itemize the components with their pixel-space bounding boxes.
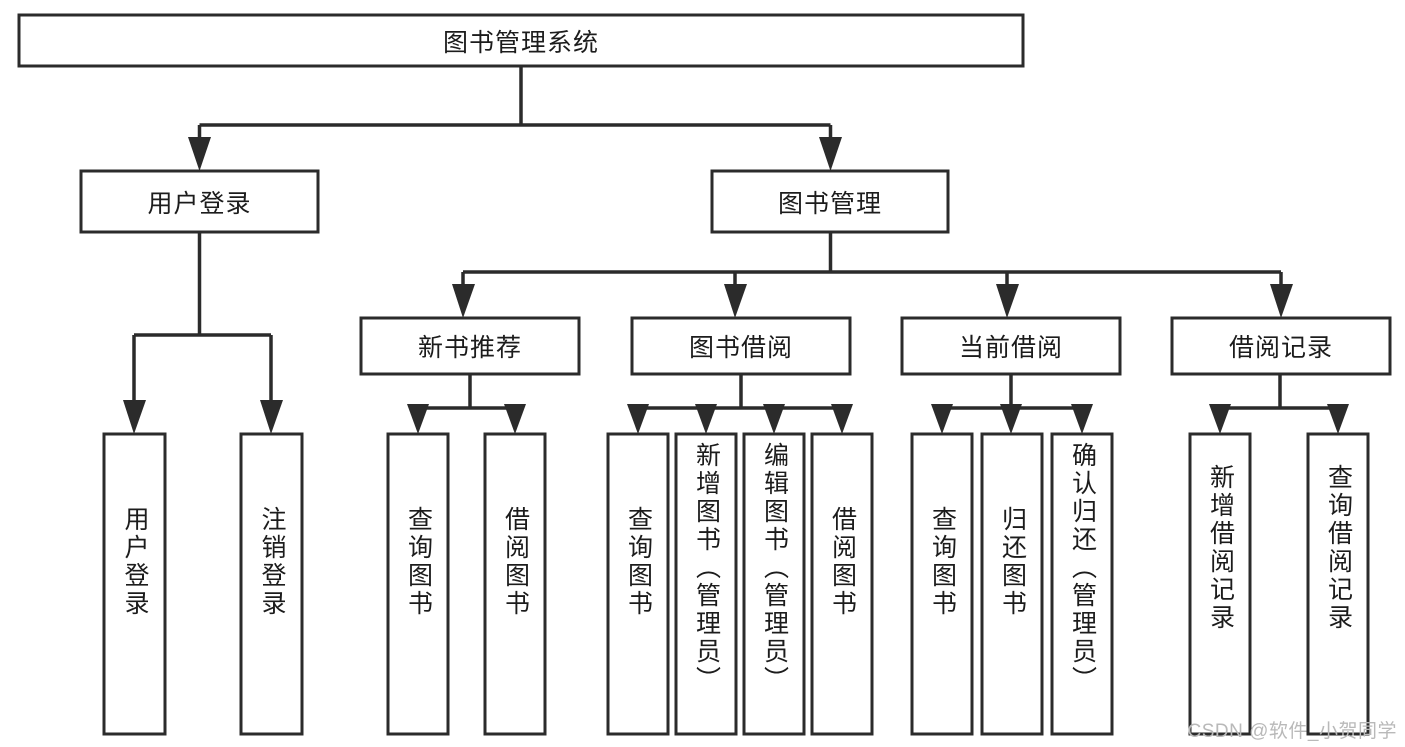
watermark-text: CSDN @软件_小贺同学 bbox=[1187, 721, 1397, 742]
arrowhead-book-borrow bbox=[724, 284, 747, 318]
arrowhead-current-borrow bbox=[996, 284, 1019, 318]
leaf-box-return-book[interactable] bbox=[980, 432, 1044, 736]
arrowhead-leaf-query-record bbox=[1327, 404, 1349, 434]
node-root[interactable] bbox=[17, 13, 1025, 68]
arrowhead-leaf-logout bbox=[260, 400, 283, 434]
arrowhead-leaf-borrow-book-1 bbox=[504, 404, 526, 434]
node-book-management[interactable] bbox=[710, 169, 950, 234]
arrowhead-leaf-borrow-book-2 bbox=[831, 404, 853, 434]
leaf-box-confirm-return[interactable] bbox=[1050, 432, 1114, 736]
arrowhead-user-login bbox=[188, 137, 211, 171]
arrowhead-borrow-record bbox=[1270, 284, 1293, 318]
arrowhead-leaf-query-book-1 bbox=[407, 404, 429, 434]
leaf-box-query-book-2[interactable] bbox=[606, 432, 670, 736]
leaf-box-query-book-3[interactable] bbox=[910, 432, 974, 736]
arrowhead-leaf-add-record bbox=[1209, 404, 1231, 434]
arrowhead-leaf-add-book bbox=[695, 404, 717, 434]
node-user-login[interactable] bbox=[79, 169, 320, 234]
leaf-box-logout[interactable] bbox=[239, 432, 304, 736]
node-current-borrow[interactable] bbox=[900, 316, 1122, 376]
leaf-box-query-record[interactable] bbox=[1306, 432, 1370, 736]
arrowhead-leaf-user-login bbox=[123, 400, 146, 434]
leaf-box-borrow-book-1[interactable] bbox=[483, 432, 547, 736]
leaf-box-add-record[interactable] bbox=[1188, 432, 1252, 736]
leaf-box-add-book[interactable] bbox=[674, 432, 738, 736]
arrowhead-book-management bbox=[819, 137, 842, 171]
leaf-box-query-book-1[interactable] bbox=[386, 432, 450, 736]
arrowhead-leaf-query-book-3 bbox=[931, 404, 953, 434]
leaf-box-edit-book[interactable] bbox=[742, 432, 806, 736]
arrowhead-leaf-edit-book bbox=[763, 404, 785, 434]
node-borrow-record[interactable] bbox=[1170, 316, 1392, 376]
arrowhead-new-book-recommend bbox=[452, 284, 475, 318]
arrowhead-leaf-confirm-return bbox=[1071, 404, 1093, 434]
arrowhead-leaf-return-book bbox=[1000, 404, 1022, 434]
node-book-borrow[interactable] bbox=[630, 316, 852, 376]
leaf-box-borrow-book-2[interactable] bbox=[810, 432, 874, 736]
arrowhead-leaf-query-book-2 bbox=[627, 404, 649, 434]
node-new-book-recommend[interactable] bbox=[359, 316, 581, 376]
leaf-box-user-login[interactable] bbox=[102, 432, 167, 736]
